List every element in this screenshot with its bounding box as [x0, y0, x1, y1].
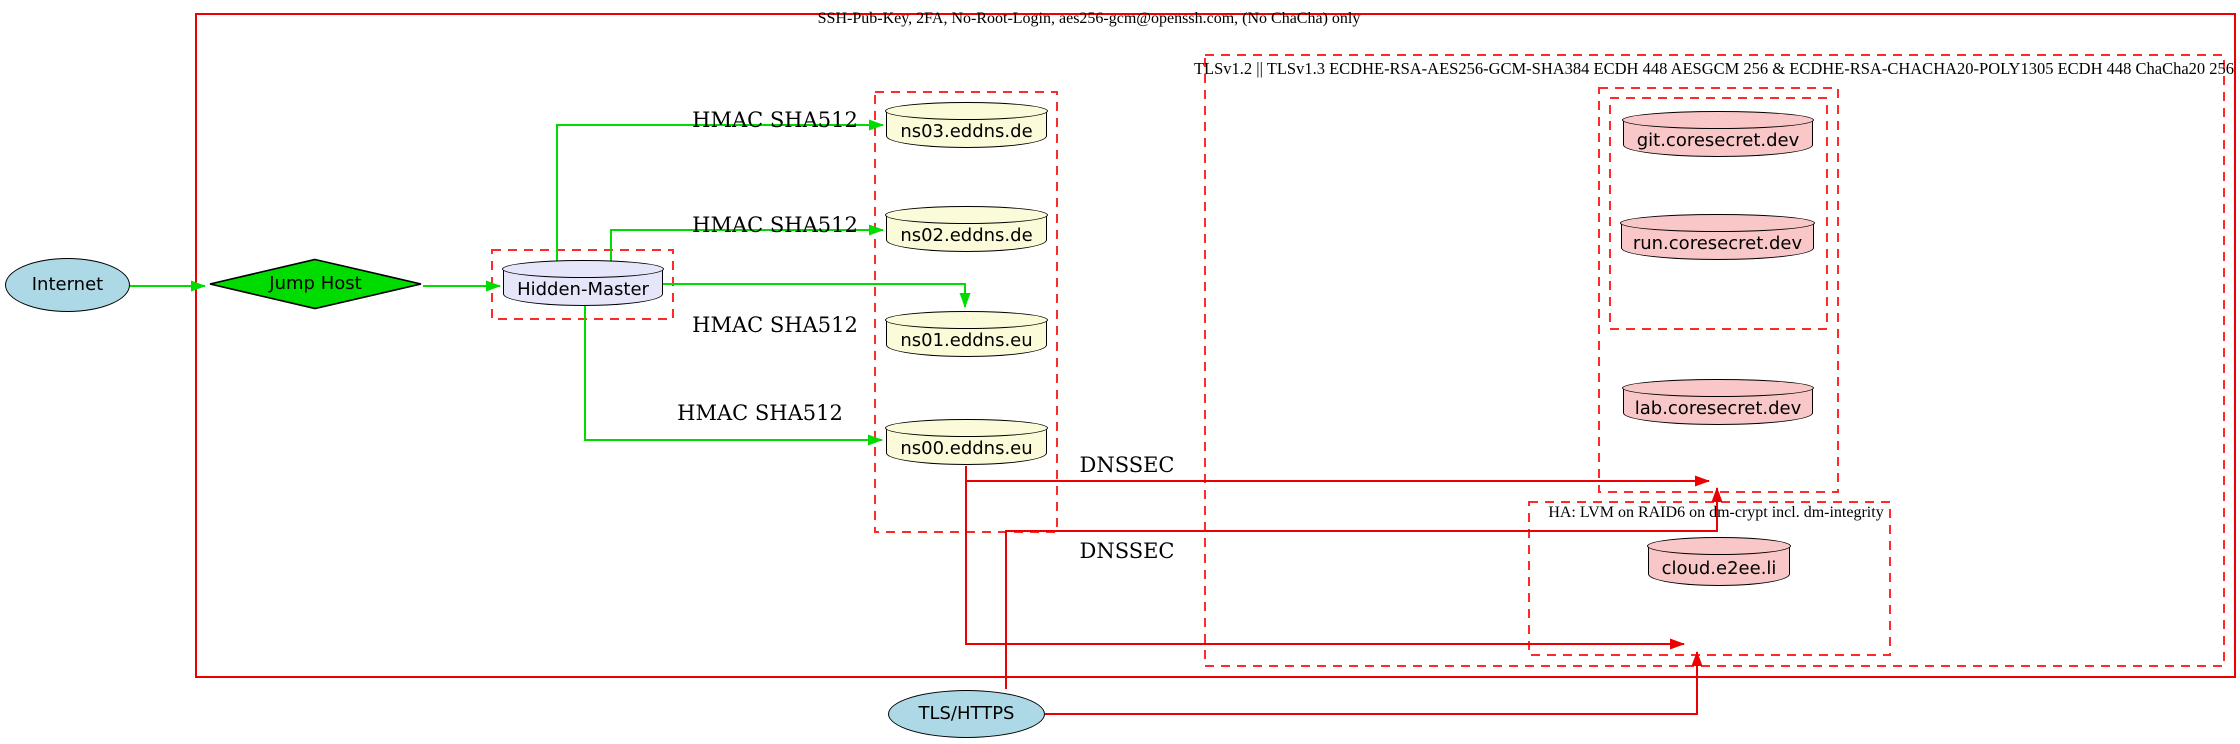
node-tls-https-label: TLS/HTTPS	[918, 703, 1015, 724]
cluster-label-ssh: SSH-Pub-Key, 2FA, No-Root-Login, aes256-…	[817, 10, 1361, 27]
node-hidden-master: Hidden-Master	[502, 260, 664, 306]
green-edges	[130, 119, 971, 446]
node-tls-https: TLS/HTTPS	[888, 690, 1045, 738]
node-ns01: ns01.eddns.eu	[885, 311, 1048, 357]
diamond-shape	[209, 258, 422, 310]
edge-tlshttps-dnssec-to-webservers	[1005, 487, 1723, 689]
edge-hiddenmaster-to-ns03	[556, 119, 884, 262]
cluster-borders	[195, 13, 2236, 678]
edge-ns00-to-hacloud	[965, 480, 1685, 650]
node-ns02-label: ns02.eddns.de	[900, 225, 1033, 246]
node-ns03: ns03.eddns.de	[885, 102, 1048, 148]
edge-label-hmac-ns01: HMAC SHA512	[692, 313, 858, 337]
node-ns00-label: ns00.eddns.eu	[900, 438, 1033, 459]
node-internet-label: Internet	[31, 274, 104, 295]
edge-ns00-dnssec-to-webservers	[965, 466, 1710, 487]
edge-tlshttps-to-hacloud	[1045, 651, 1703, 715]
node-ns01-label: ns01.eddns.eu	[900, 330, 1033, 351]
edge-label-hmac-ns00: HMAC SHA512	[677, 401, 843, 425]
cluster-box-web-servers	[1598, 87, 1839, 493]
cluster-box-ha-cloud	[1528, 501, 1891, 656]
node-internet: Internet	[5, 258, 130, 312]
edge-hiddenmaster-to-ns02	[610, 224, 884, 262]
node-cloud: cloud.e2ee.li	[1647, 537, 1791, 586]
node-cloud-label: cloud.e2ee.li	[1661, 557, 1777, 579]
edge-label-dnssec-lower: DNSSEC	[1079, 539, 1175, 563]
node-lab: lab.coresecret.dev	[1622, 379, 1814, 425]
cluster-box-ssh	[195, 13, 2236, 678]
edge-hiddenmaster-to-ns01	[663, 283, 971, 308]
edge-label-hmac-ns03: HMAC SHA512	[692, 108, 858, 132]
node-ns03-label: ns03.eddns.de	[900, 121, 1033, 142]
node-run: run.coresecret.dev	[1620, 214, 1815, 260]
cluster-label-ha-cloud: HA: LVM on RAID6 on dm-crypt incl. dm-in…	[1548, 504, 1884, 521]
node-lab-label: lab.coresecret.dev	[1634, 398, 1802, 419]
node-git: git.coresecret.dev	[1622, 111, 1814, 157]
node-hidden-master-label: Hidden-Master	[517, 279, 649, 300]
node-run-label: run.coresecret.dev	[1632, 233, 1803, 254]
node-jump-host-label: Jump Host	[269, 273, 362, 294]
edge-label-hmac-ns02: HMAC SHA512	[692, 213, 858, 237]
node-git-label: git.coresecret.dev	[1636, 130, 1800, 151]
red-edges	[965, 466, 1723, 715]
node-ns02: ns02.eddns.de	[885, 206, 1048, 252]
edge-hiddenmaster-to-ns00	[584, 305, 883, 446]
node-jump-host: Jump Host	[208, 258, 423, 310]
edge-label-dnssec-upper: DNSSEC	[1079, 453, 1175, 477]
cluster-label-tls: TLSv1.2 || TLSv1.3 ECDHE-RSA-AES256-GCM-…	[1193, 59, 2235, 78]
node-ns00: ns00.eddns.eu	[885, 419, 1048, 465]
